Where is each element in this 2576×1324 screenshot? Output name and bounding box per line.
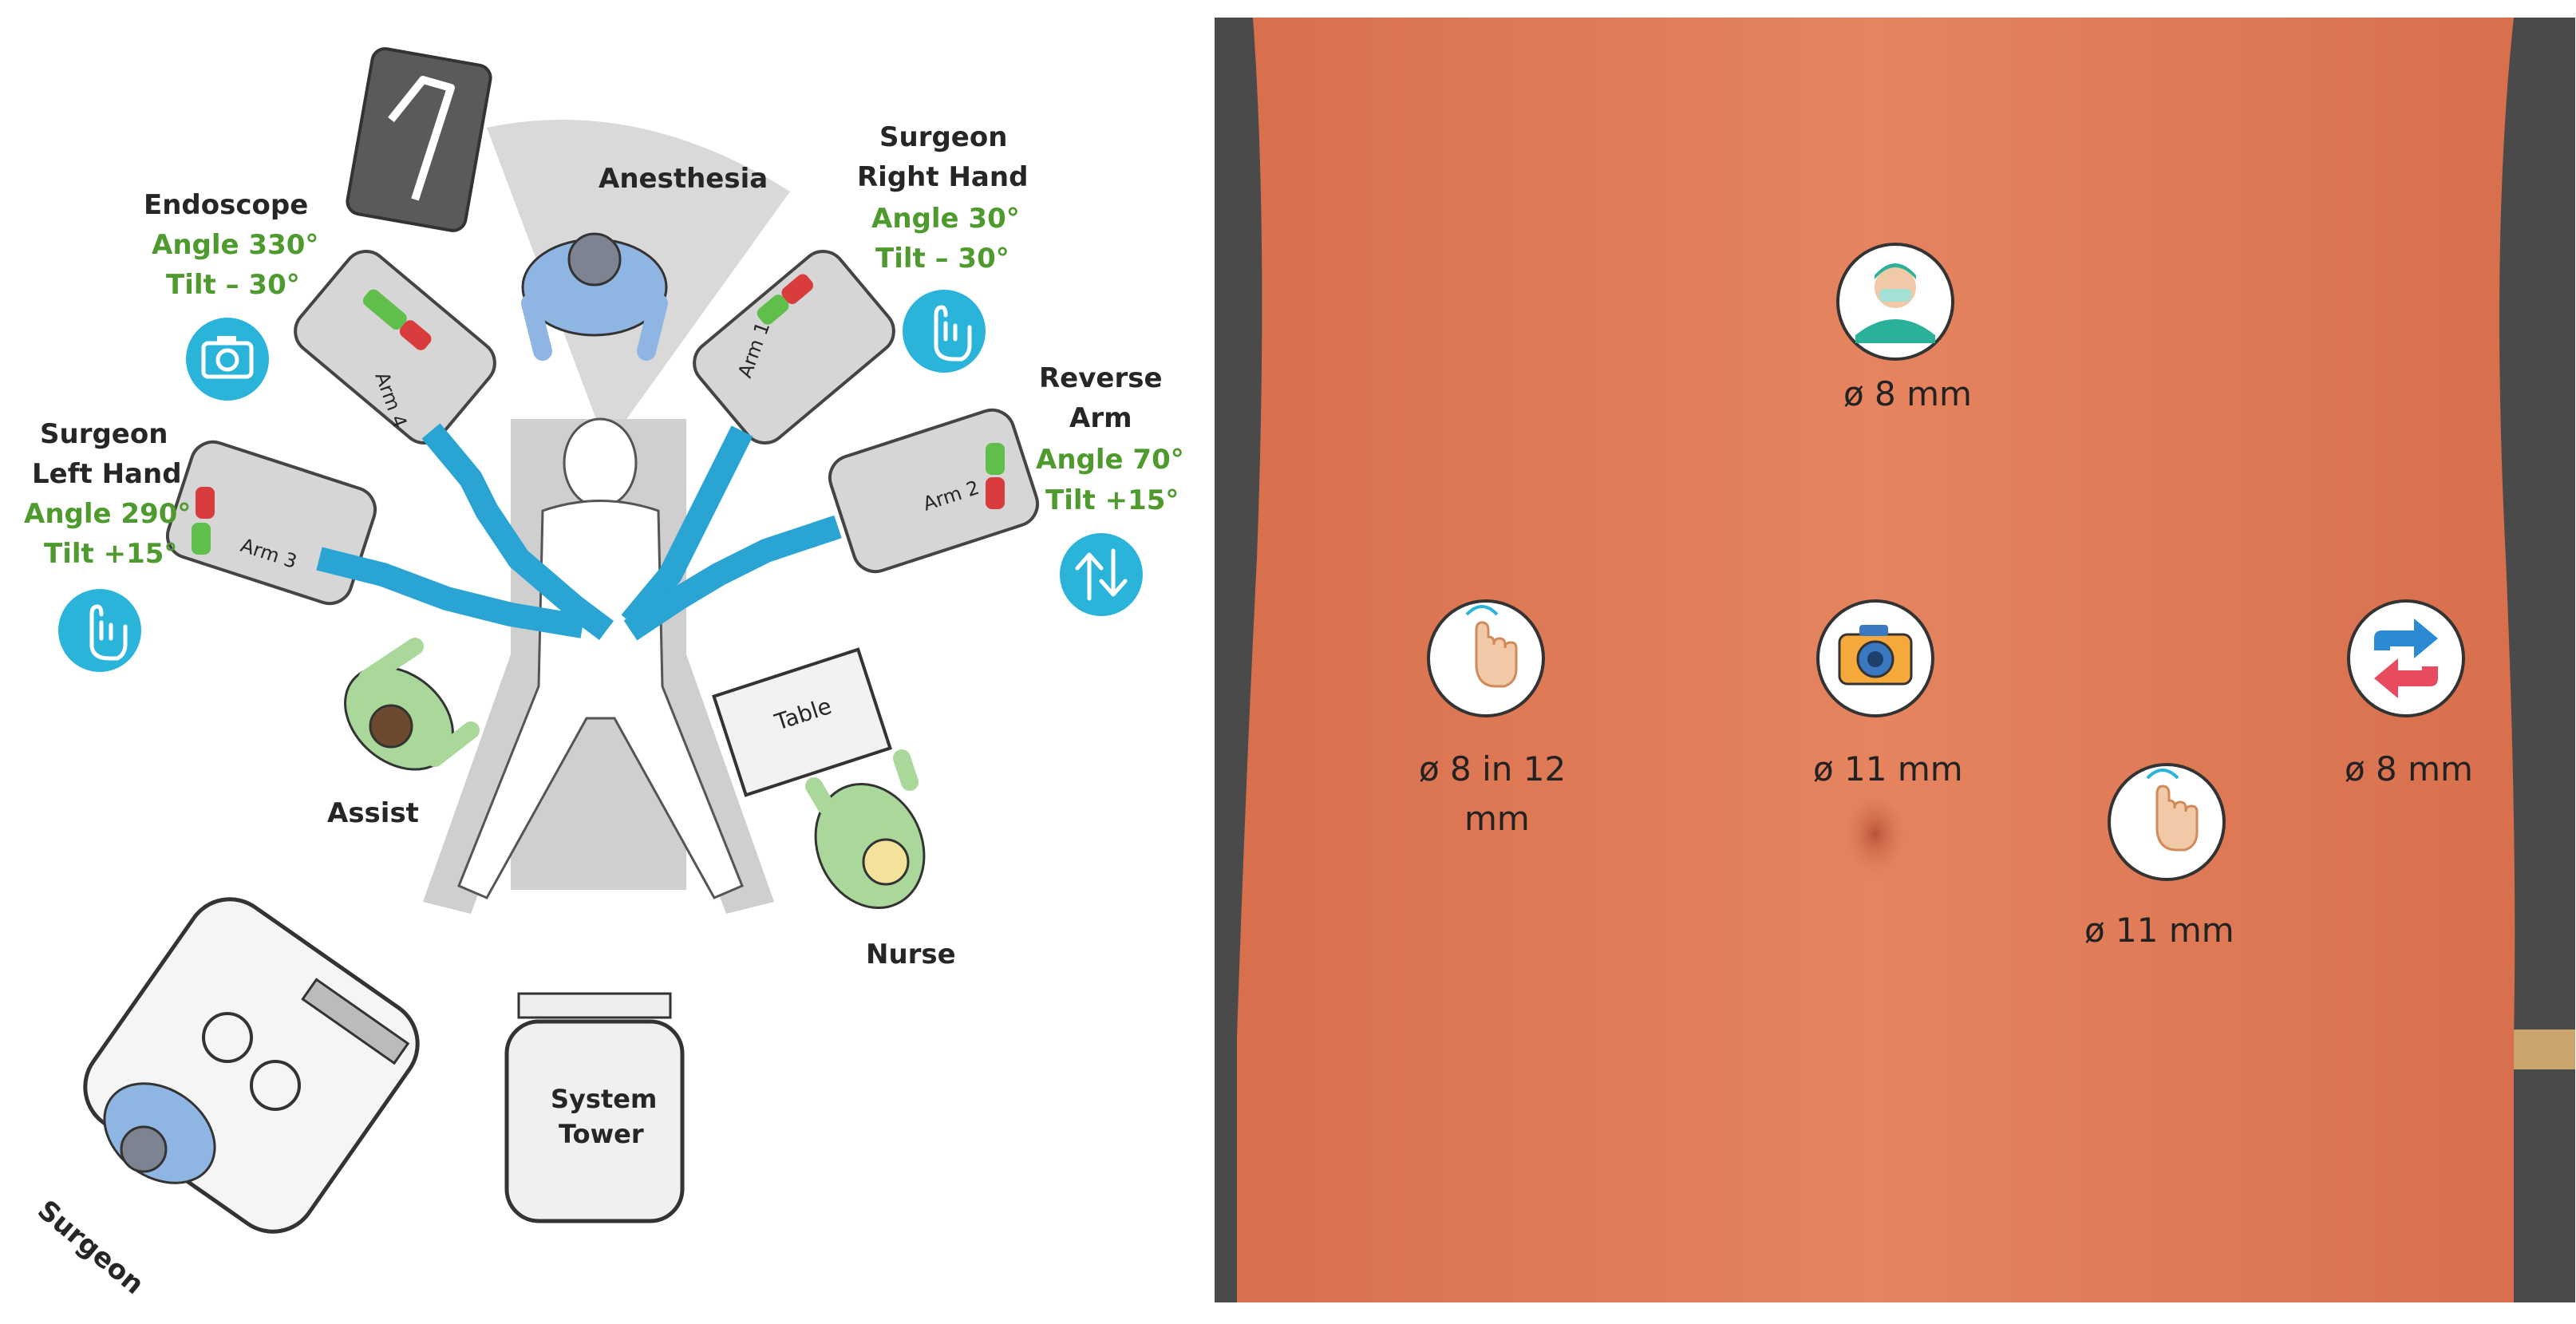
surgeon-right-tilt: Tilt – 30° (875, 243, 1009, 275)
swap-vertical-icon (1060, 533, 1143, 616)
hand-pointer-icon (58, 589, 141, 672)
nurse-label: Nurse (866, 939, 956, 970)
surgeon-mask-icon (1855, 263, 1935, 343)
swap-arrows-icon (2374, 619, 2438, 698)
assistant-figure (344, 638, 480, 771)
anesthesia-machine (346, 47, 492, 232)
hand-pointer-icon (2146, 769, 2199, 852)
reverse-arm-angle: Angle 70° (1036, 444, 1184, 476)
right-hand-port (2108, 763, 2226, 881)
surgeon-left-tilt: Tilt +15° (44, 538, 177, 570)
reverse-port (2347, 599, 2465, 717)
surgeon-console (83, 897, 420, 1234)
nurse-figure (805, 749, 926, 910)
left-hand-port-label-2: mm (1464, 799, 1530, 838)
endoscope-tilt: Tilt – 30° (166, 269, 300, 301)
surgeon-left-title-2: Left Hand (32, 458, 182, 490)
hand-pointer-icon (903, 290, 986, 373)
robot-arm-4: Arm 4 (294, 250, 614, 640)
camera-icon (186, 318, 269, 401)
camera-port (1816, 599, 1934, 717)
system-tower-label-1: System (551, 1084, 657, 1114)
robot-arm-1: Arm 1 (621, 250, 895, 630)
left-hand-port-label-1: ø 8 in 12 (1419, 749, 1566, 788)
robot-arm-2: Arm 2 (623, 408, 1040, 641)
or-layout-diagram: Anesthesia Arm 4 (24, 47, 1184, 1301)
camera-port-label: ø 11 mm (1813, 749, 1963, 788)
endoscope-angle: Angle 330° (152, 229, 318, 261)
assistant-port (1836, 243, 1954, 361)
patient-silhouette (457, 417, 744, 899)
surgeon-left-title-1: Surgeon (40, 418, 168, 450)
surgeon-right-angle: Angle 30° (871, 203, 1020, 235)
surgeon-right-title-1: Surgeon (879, 121, 1007, 153)
reverse-arm-title-2: Arm (1069, 402, 1132, 434)
anesthesia-label: Anesthesia (599, 163, 768, 195)
reverse-port-label: ø 8 mm (2345, 749, 2473, 788)
hand-pointer-icon (1465, 605, 1518, 688)
camera-icon (1838, 625, 1913, 686)
reverse-arm-tilt: Tilt +15° (1045, 484, 1179, 516)
assist-label: Assist (327, 797, 419, 829)
right-hand-port-label: ø 11 mm (2084, 911, 2234, 950)
anesthesiologist-figure (521, 232, 668, 361)
surgeon-right-title-2: Right Hand (857, 161, 1028, 193)
endoscope-title: Endoscope (144, 189, 308, 221)
reverse-arm-title-1: Reverse (1039, 362, 1163, 394)
port-placement-panel: ø 8 mm ø 8 in 12 mm ø 11 mm (1215, 18, 2575, 1302)
navel (1839, 786, 1911, 882)
system-tower: System Tower (504, 992, 685, 1223)
system-tower-label-2: Tower (559, 1119, 644, 1149)
surgeon-label: Surgeon (31, 1194, 150, 1301)
surgeon-left-angle: Angle 290° (24, 498, 191, 530)
left-hand-port (1427, 599, 1545, 717)
assistant-port-label: ø 8 mm (1843, 374, 1972, 413)
robot-arm-3: Arm 3 (165, 440, 585, 638)
instrument-table: Table (712, 647, 892, 797)
